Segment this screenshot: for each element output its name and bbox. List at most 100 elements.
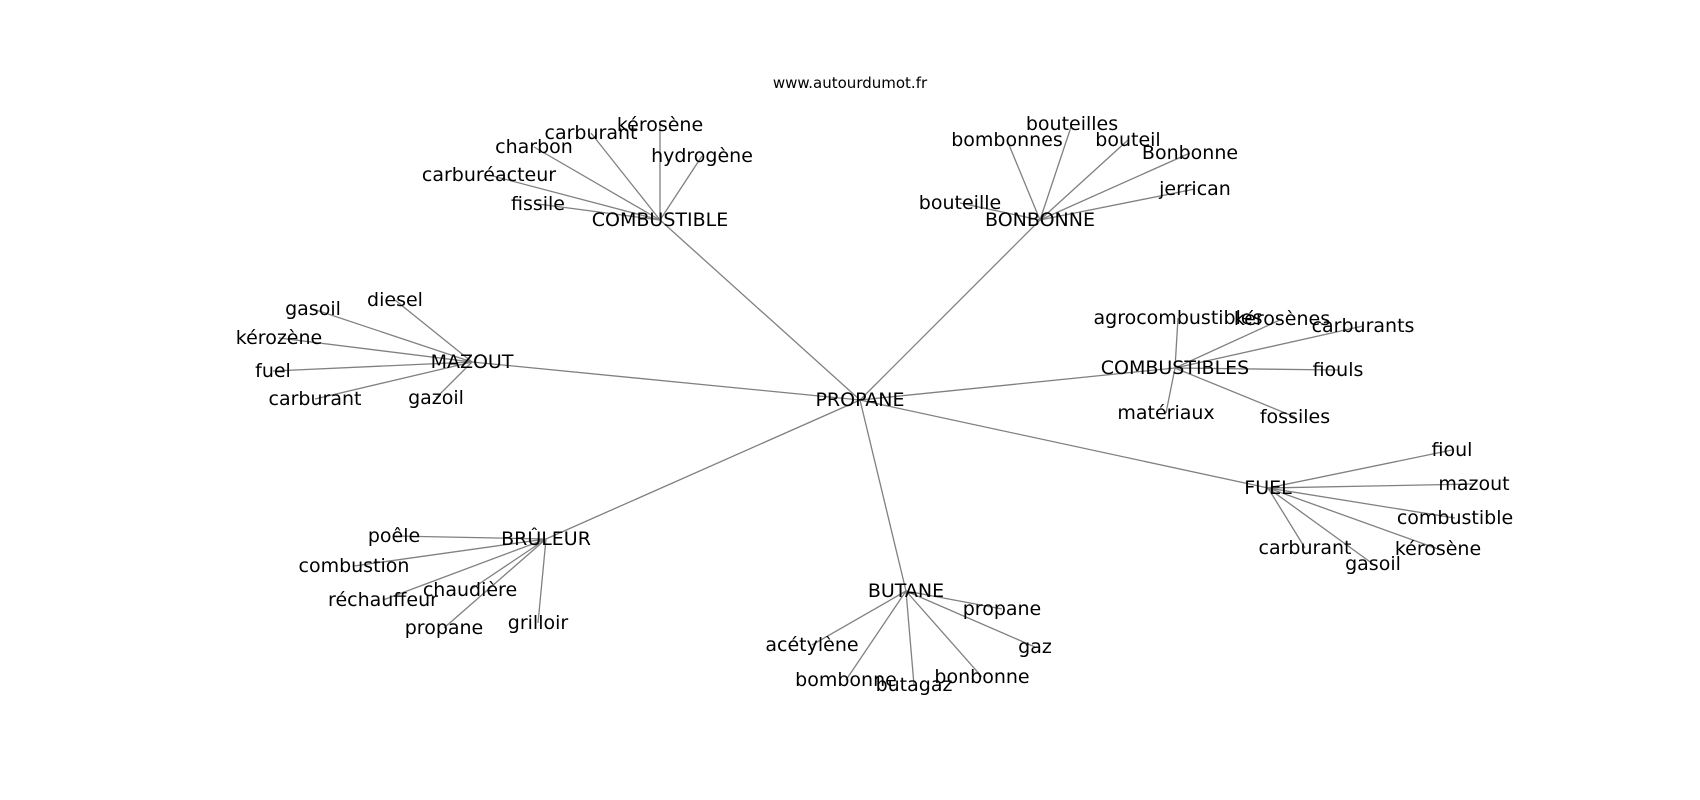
edge-hub-to-leaf	[312, 308, 473, 363]
edge-hub-to-leaf	[1039, 123, 1073, 221]
edge-hub-to-leaf	[1039, 139, 1129, 221]
edge-hub-to-leaf	[1039, 152, 1191, 221]
leaf-node: Bonbonne	[1142, 142, 1238, 164]
edge-hub-to-leaf	[1267, 483, 1475, 489]
leaf-node: propane	[405, 617, 484, 639]
leaf-node: kérozène	[236, 327, 322, 349]
edge-hub-to-leaf	[278, 337, 473, 363]
edge-hub-to-leaf	[959, 202, 1041, 221]
leaf-node: gasoil	[285, 298, 341, 320]
edge-root-to-hub	[859, 399, 907, 592]
hub-node: BUTANE	[868, 580, 944, 602]
edge-hub-to-leaf	[382, 538, 547, 601]
leaf-node: fuel	[255, 360, 291, 382]
edge-hub-to-leaf	[905, 590, 915, 686]
edge-root-to-hub	[859, 367, 1176, 401]
leaf-node: carburant	[545, 122, 638, 144]
edge-hub-to-leaf	[1267, 449, 1453, 489]
graph-edges	[272, 123, 1475, 686]
leaf-node: carburants	[1312, 315, 1415, 337]
leaf-node: acétylène	[765, 634, 858, 656]
edge-root-to-hub	[545, 399, 861, 540]
hub-node: BRÛLEUR	[501, 526, 591, 550]
edge-root-to-hub	[859, 399, 1269, 489]
edge-hub-to-leaf	[811, 590, 907, 646]
leaf-node: combustion	[299, 555, 410, 577]
leaf-node: bouteilles	[1026, 113, 1118, 135]
leaf-node: charbon	[495, 136, 573, 158]
edge-hub-to-leaf	[905, 590, 983, 678]
edge-root-to-hub	[471, 361, 861, 401]
leaf-node: kérosène	[1395, 538, 1481, 560]
leaf-node: poêle	[368, 525, 420, 547]
hub-node: BONBONNE	[985, 209, 1095, 231]
edge-hub-to-leaf	[1174, 367, 1296, 418]
edge-hub-to-leaf	[905, 590, 1003, 610]
edge-hub-to-leaf	[1174, 317, 1179, 369]
leaf-node: carburant	[1259, 537, 1352, 559]
edge-hub-to-leaf	[353, 538, 547, 567]
leaf-node: gazoil	[408, 387, 464, 409]
edge-hub-to-leaf	[845, 590, 907, 681]
leaf-node: bombonnes	[951, 129, 1063, 151]
leaf-node: hydrogène	[651, 145, 753, 167]
edge-root-to-hub	[859, 219, 1041, 401]
leaf-node: carburant	[269, 388, 362, 410]
leaf-node: grilloir	[508, 612, 569, 634]
edge-hub-to-leaf	[533, 146, 661, 221]
leaf-node: fioul	[1432, 439, 1473, 461]
leaf-node: combustible	[1397, 507, 1513, 529]
edge-hub-to-leaf	[537, 538, 547, 624]
hub-node: MAZOUT	[431, 351, 514, 373]
edge-hub-to-leaf	[1039, 188, 1196, 221]
leaf-node: réchauffeur	[328, 589, 438, 611]
edge-hub-to-leaf	[1174, 325, 1364, 369]
edge-hub-to-leaf	[314, 361, 473, 400]
leaf-node: matériaux	[1117, 402, 1214, 424]
edge-hub-to-leaf	[443, 538, 547, 629]
edge-hub-to-leaf	[659, 155, 703, 221]
edge-hub-to-leaf	[1267, 487, 1374, 565]
leaf-node: agrocombustibles	[1094, 307, 1263, 329]
edge-hub-to-leaf	[1165, 367, 1176, 414]
edge-hub-to-leaf	[393, 535, 547, 540]
edge-hub-to-leaf	[1006, 139, 1041, 221]
graph-labels: www.autourdumot.fr PROPANE COMBUSTIBLE kér…	[236, 74, 1513, 696]
leaf-node: fiouls	[1313, 359, 1364, 381]
leaf-node: bombonne	[795, 669, 897, 691]
hub-node: FUEL	[1244, 477, 1292, 499]
watermark: www.autourdumot.fr	[773, 74, 928, 92]
leaf-node: kérosènes	[1234, 308, 1330, 330]
leaf-node: butagaz	[876, 674, 953, 696]
leaf-node: mazout	[1438, 473, 1509, 495]
edge-hub-to-leaf	[1174, 318, 1283, 369]
edge-hub-to-leaf	[1267, 487, 1439, 550]
edge-hub-to-leaf	[1267, 487, 1306, 549]
edge-hub-to-leaf	[590, 132, 661, 221]
root-node: PROPANE	[815, 389, 904, 411]
leaf-node: kérosène	[617, 114, 703, 136]
edge-hub-to-leaf	[1174, 367, 1339, 371]
leaf-node: chaudière	[423, 579, 517, 601]
edge-hub-to-leaf	[394, 299, 473, 363]
leaf-node: gasoil	[1345, 553, 1401, 575]
edge-hub-to-leaf	[488, 174, 661, 221]
edge-hub-to-leaf	[537, 203, 661, 221]
hub-node: COMBUSTIBLES	[1101, 357, 1250, 379]
edge-hub-to-leaf	[905, 590, 1036, 648]
leaf-node: bonbonne	[934, 666, 1029, 688]
edge-root-to-hub	[659, 219, 861, 401]
leaf-node: fossiles	[1260, 406, 1330, 428]
edge-hub-to-leaf	[1267, 487, 1456, 519]
leaf-node: carburéacteur	[422, 164, 556, 186]
edge-hub-to-leaf	[272, 361, 473, 372]
hub-node: COMBUSTIBLE	[592, 209, 728, 231]
leaf-node: jerrican	[1158, 178, 1231, 200]
leaf-node: gaz	[1018, 636, 1052, 658]
leaf-node: diesel	[367, 289, 423, 311]
edge-hub-to-leaf	[435, 361, 473, 399]
leaf-node: fissile	[511, 193, 565, 215]
leaf-node: propane	[963, 598, 1042, 620]
edge-hub-to-leaf	[469, 538, 547, 591]
